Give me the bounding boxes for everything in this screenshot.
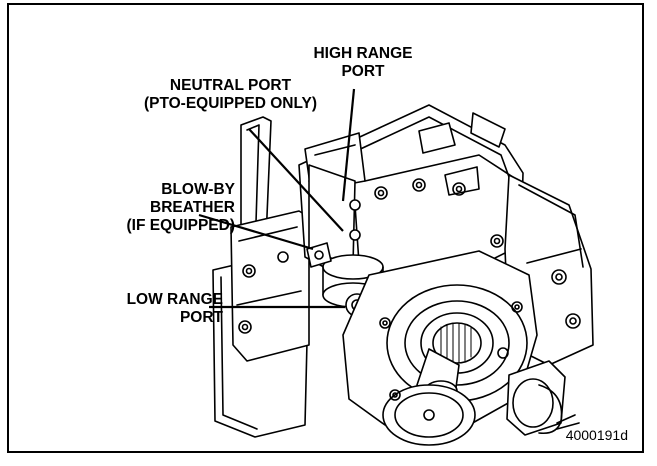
high-range-port-label-line1: HIGH RANGE xyxy=(313,45,413,62)
figure-frame: HIGH RANGE PORT NEUTRAL PORT (PTO-EQUIPP… xyxy=(7,3,644,453)
blow-by-breather-label-line3: (IF EQUIPPED) xyxy=(126,217,235,234)
transmission-illustration xyxy=(198,88,594,446)
neutral-port-label-line1: NEUTRAL PORT xyxy=(169,77,292,94)
blow-by-breather-label-line1: BLOW-BY xyxy=(161,181,235,198)
low-range-port-label-line1: LOW RANGE xyxy=(126,291,223,308)
high-range-port-label-line2: PORT xyxy=(341,63,385,80)
blow-by-breather-label-line2: BREATHER xyxy=(150,199,235,216)
figure-id: 4000191d xyxy=(565,427,628,443)
blow-by-breather-label: BLOW-BY BREATHER (IF EQUIPPED) xyxy=(105,181,235,235)
low-range-port-label-line2: PORT xyxy=(179,309,223,326)
neutral-port-label-line2: (PTO-EQUIPPED ONLY) xyxy=(143,95,318,112)
high-range-port-label: HIGH RANGE PORT xyxy=(288,45,438,81)
neutral-port-label: NEUTRAL PORT (PTO-EQUIPPED ONLY) xyxy=(103,77,358,113)
low-range-port-label: LOW RANGE PORT xyxy=(93,291,223,327)
